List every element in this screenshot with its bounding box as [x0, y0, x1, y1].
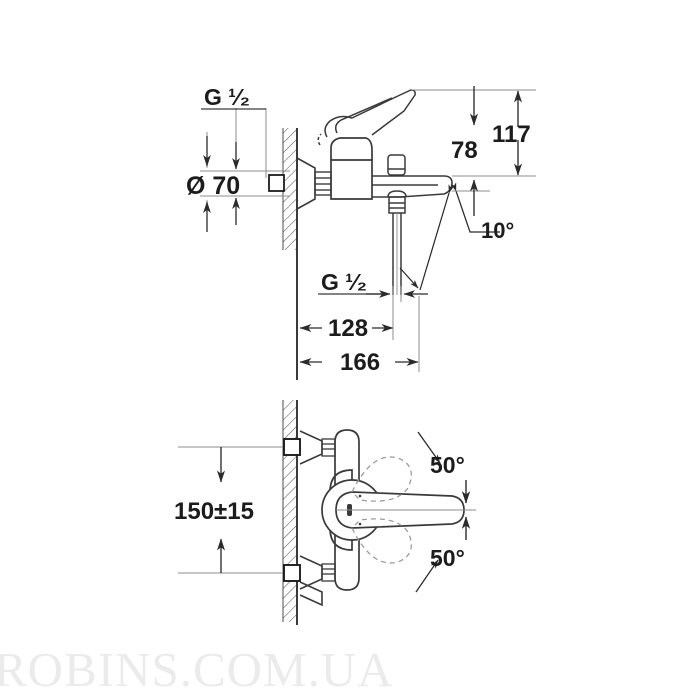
label-height-spout: 78 [451, 137, 478, 164]
shower-outlet [387, 190, 407, 295]
dimension-labels: G ¹⁄₂ Ø 70 78 117 10° G ¹⁄₂ 128 166 150±… [174, 84, 531, 571]
depth-128-dimension [299, 302, 394, 340]
swivel-up-leader [417, 431, 441, 464]
front-view-group [178, 400, 476, 625]
escutcheon-top [283, 430, 336, 465]
spout-angle-leaders [399, 182, 500, 291]
label-mounting-height: 150±15 [174, 498, 254, 525]
label-inlet-thread-top: G ¹⁄₂ [204, 84, 250, 110]
mixer-body [330, 137, 373, 200]
label-depth-166: 166 [340, 349, 380, 376]
side-view-extension-lines [200, 108, 290, 230]
label-swivel-down: 50° [430, 545, 465, 571]
lever-handle [317, 89, 416, 146]
wall-union-nipple [268, 174, 285, 192]
escutcheon-bottom [283, 555, 336, 607]
label-swivel-up: 50° [430, 452, 465, 478]
label-outlet-thread: G ¹⁄₂ [321, 269, 367, 295]
side-view-wall [282, 128, 298, 380]
label-height-total: 117 [492, 121, 531, 148]
front-view-extension-lines [178, 446, 290, 574]
outlet-thread-dimension [366, 286, 428, 302]
label-spout-angle: 10° [481, 218, 514, 243]
bath-spout [372, 175, 453, 198]
front-view-wall [282, 400, 298, 625]
escutcheon-cone [296, 157, 316, 210]
depth-166-dimension [299, 296, 420, 372]
label-escutcheon-diameter: Ø 70 [186, 172, 240, 200]
swivel-down-leader [415, 559, 439, 593]
label-depth-128: 128 [328, 315, 368, 342]
diverter-knob [387, 154, 406, 176]
connector-block [314, 171, 332, 196]
site-watermark: ROBINS.COM.UA [0, 642, 394, 697]
side-view-group [200, 86, 536, 380]
